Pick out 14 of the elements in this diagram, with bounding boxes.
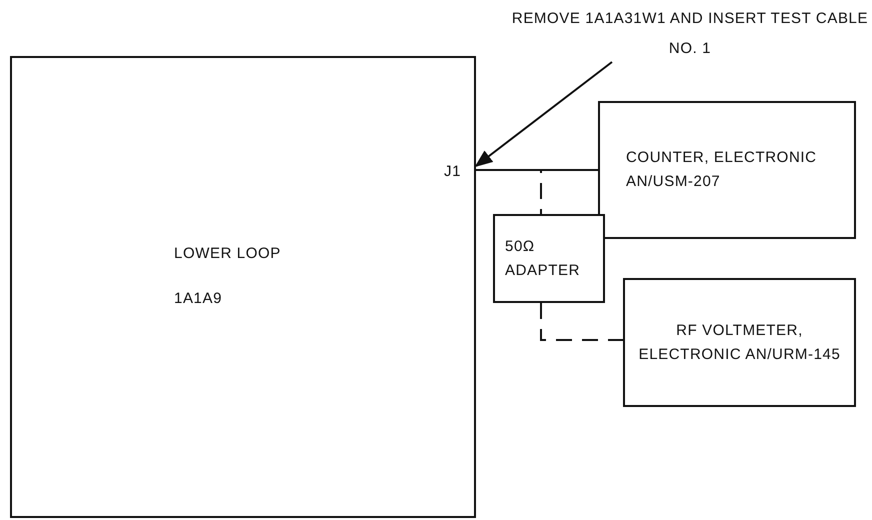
leader-arrow: [474, 61, 613, 168]
unit-box: [598, 101, 856, 239]
unit-box: [623, 278, 856, 407]
cable-line: [476, 169, 542, 214]
unit-label: 50Ω ADAPTER: [505, 236, 582, 280]
unit-label: LOWER LOOP: [174, 244, 281, 264]
unit-label: 1A1A9: [174, 289, 222, 309]
cable-line: [540, 303, 623, 341]
unit-box: [493, 214, 605, 303]
connector-label: J1: [444, 162, 476, 182]
unit-label: COUNTER, ELECTRONIC AN/USM-207: [626, 148, 818, 192]
unit-label: RF VOLTMETER, ELECTRONIC AN/URM-145: [638, 320, 842, 364]
callout-note: REMOVE 1A1A31W1 AND INSERT TEST CABLE NO. 1: [500, 4, 872, 60]
unit-box: [10, 56, 476, 518]
